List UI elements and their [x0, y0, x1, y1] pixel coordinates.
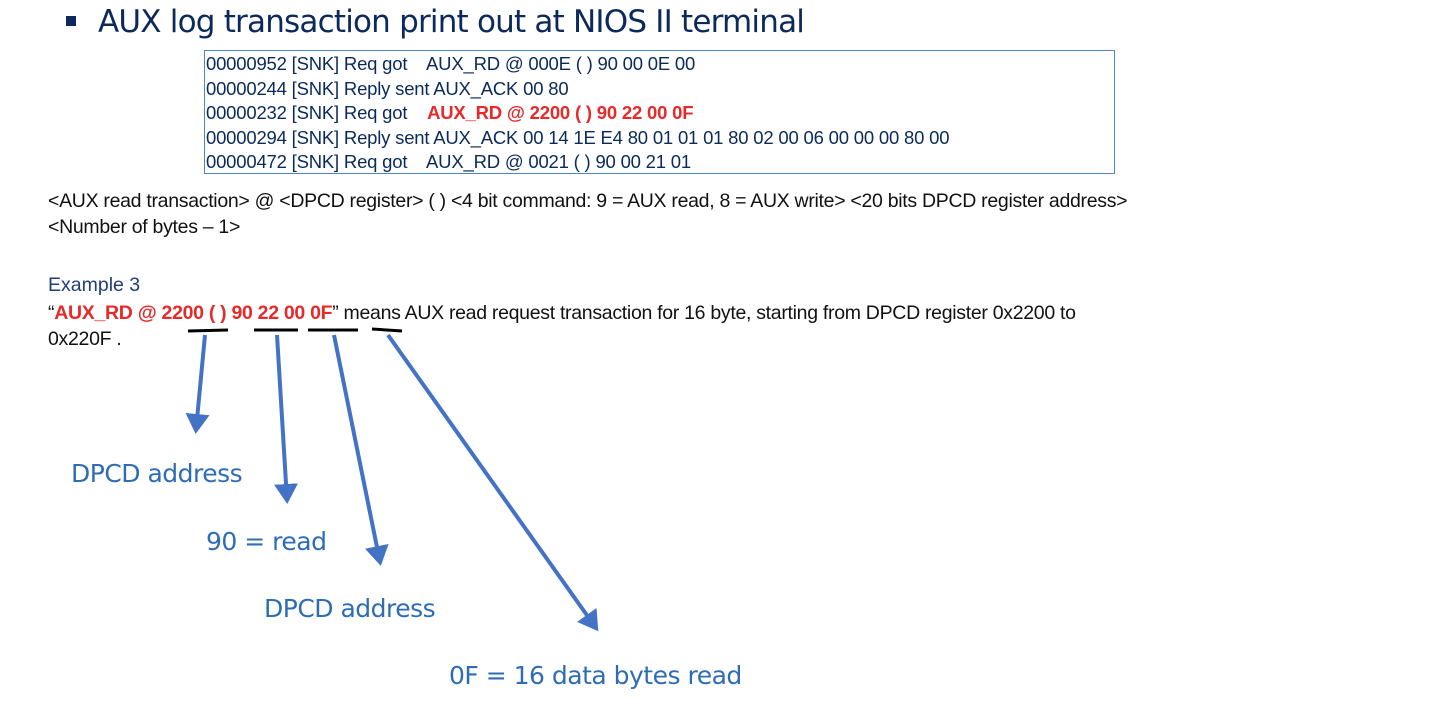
arrow-icon — [386, 333, 599, 632]
log-line-highlighted: 00000232 [SNK] Req got AUX_RD @ 2200 ( )… — [206, 101, 1114, 126]
log-highlight: AUX_RD @ 2200 ( ) 90 22 00 0F — [427, 102, 694, 123]
bullet-icon — [66, 15, 76, 26]
log-line: 00000294 [SNK] Reply sent AUX_ACK 00 14 … — [206, 126, 1114, 151]
open-quote: “ — [48, 302, 55, 324]
log-line: 00000952 [SNK] Req got AUX_RD @ 000E ( )… — [206, 52, 1114, 77]
slide-title: AUX log transaction print out at NIOS II… — [66, 4, 805, 40]
format-line-2: <Number of bytes – 1> — [48, 216, 241, 238]
title-text: AUX log transaction print out at NIOS II… — [98, 4, 805, 40]
log-text: AUX_ACK 00 80 — [433, 77, 569, 99]
example-code: AUX_RD @ 2200 ( ) 90 22 00 0F — [54, 302, 333, 324]
annotation-0f-bytes: 0F = 16 data bytes read — [449, 661, 742, 690]
format-line-1: <AUX read transaction> @ <DPCD register>… — [48, 190, 1128, 212]
example-explanation: means AUX read request transaction for 1… — [338, 302, 1076, 324]
log-prefix: 00000294 [SNK] Reply sent — [206, 126, 434, 148]
arrow-lines — [185, 333, 599, 632]
log-text: AUX_ACK 00 14 1E E4 80 01 01 01 80 02 00… — [433, 126, 950, 148]
format-description: <AUX read transaction> @ <DPCD register>… — [48, 188, 1128, 240]
log-prefix: 00000472 [SNK] Req got — [206, 151, 427, 172]
log-line: 00000472 [SNK] Req got AUX_RD @ 0021 ( )… — [206, 150, 1114, 175]
annotation-dpcd-address-2: DPCD address — [264, 594, 436, 623]
log-text: AUX_RD @ 0021 ( ) 90 00 21 01 — [426, 151, 691, 172]
close-quote: ” — [332, 302, 339, 324]
example-explanation-line2: 0x220F . — [48, 328, 122, 350]
log-line: 00000244 [SNK] Reply sent AUX_ACK 00 80 — [206, 77, 1114, 102]
example-text: “AUX_RD @ 2200 ( ) 90 22 00 0F” means AU… — [48, 300, 1076, 352]
annotation-dpcd-address-1: DPCD address — [71, 459, 243, 488]
log-prefix: 00000232 [SNK] Req got — [206, 102, 428, 123]
log-text: AUX_RD @ 000E ( ) 90 00 0E 00 — [426, 53, 696, 74]
annotation-90-read: 90 = read — [206, 527, 327, 556]
log-prefix: 00000244 [SNK] Reply sent — [206, 77, 434, 99]
log-prefix: 00000952 [SNK] Req got — [206, 53, 427, 74]
example-label: Example 3 — [48, 274, 141, 296]
arrow-icon — [274, 334, 299, 504]
arrow-icon — [332, 334, 389, 566]
terminal-log-box: 00000952 [SNK] Req got AUX_RD @ 000E ( )… — [204, 50, 1115, 174]
